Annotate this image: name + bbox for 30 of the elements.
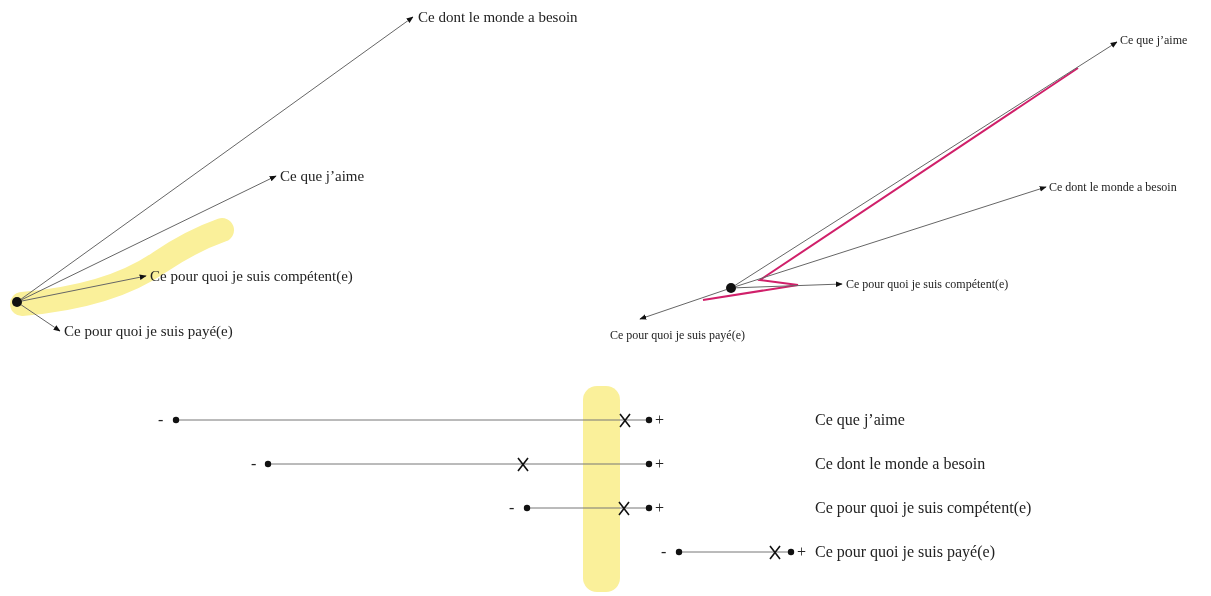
minus-sign: - [661,542,667,562]
scale-label: Ce dont le monde a besoin [815,454,986,474]
scale-label: Ce que j’aime [815,410,905,430]
vector-label: Ce dont le monde a besoin [1049,180,1177,194]
plus-sign: + [655,410,665,430]
vector-arrow [21,274,147,302]
vector-label: Ce pour quoi je suis payé(e) [610,318,745,342]
vector-label: Ce dont le monde a besoin [418,8,578,26]
vector-arrow [21,175,277,301]
vector-arrow [735,186,1047,287]
vector-label: Ce pour quoi je suis payé(e) [64,322,233,340]
plus-sign: + [655,498,665,518]
vector-label: Ce pour quoi je suis compétent(e) [150,267,353,285]
scale-label: Ce pour quoi je suis compétent(e) [815,498,1032,518]
minus-sign: - [509,498,515,518]
vector-arrow [20,16,414,300]
origin-dot [726,283,736,293]
vector-arrow [20,304,61,332]
plus-sign: + [797,542,807,562]
vector-arrow [639,289,727,320]
vector-label: Ce que j’aime [280,167,365,185]
vector-arrow [734,41,1118,286]
minus-sign: - [251,454,257,474]
scale-label: Ce pour quoi je suis payé(e) [815,542,995,562]
vector-label: Ce pour quoi je suis compétent(e) [846,277,1009,291]
plus-sign: + [655,454,665,474]
minus-sign: - [158,410,164,430]
origin-dot [12,297,22,307]
vector-arrow [735,281,843,289]
vector-label: Ce que j’aime [1120,33,1188,47]
